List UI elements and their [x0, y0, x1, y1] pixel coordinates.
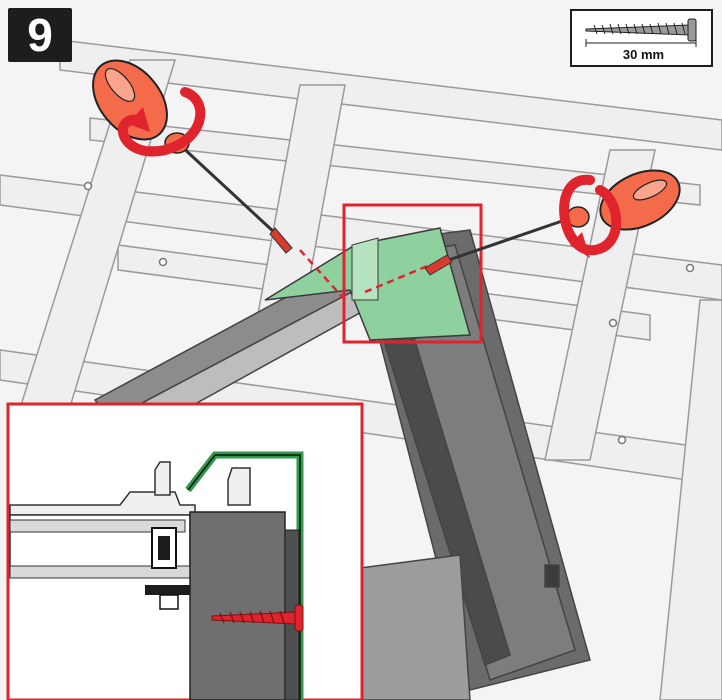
left-rotate-arrow-icon — [117, 87, 206, 157]
screw-legend: 30 mm — [570, 9, 713, 67]
screw-icon — [585, 18, 697, 47]
detail-inset — [6, 402, 364, 700]
beam-holes — [83, 181, 695, 445]
screw-length-label: 30 mm — [622, 47, 665, 62]
window-frame — [93, 229, 591, 700]
detail-screw-icon — [211, 604, 304, 632]
step-number-badge: 9 — [8, 8, 72, 62]
right-rotate-arrow-icon — [559, 174, 622, 258]
corner-highlight — [264, 227, 471, 341]
focus-rectangle — [342, 203, 483, 344]
